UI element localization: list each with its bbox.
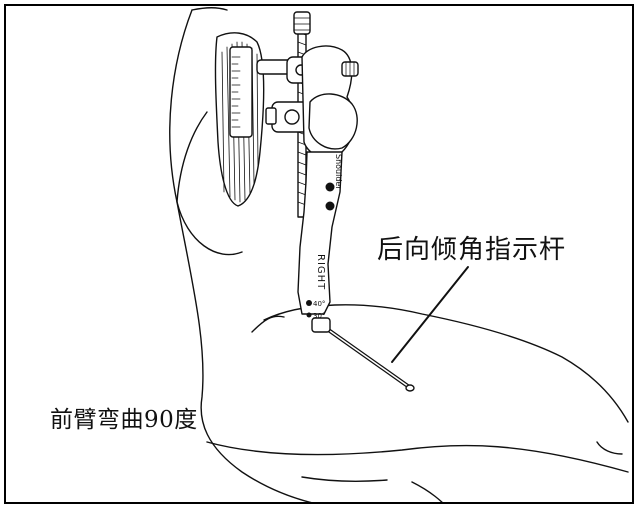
guide-arm xyxy=(297,151,343,315)
upper-arm-outline xyxy=(169,9,243,256)
shoulder-guide-illustration xyxy=(169,7,629,502)
guide-boss xyxy=(308,93,358,150)
forearm-flexed-label: 前臂弯曲90度 xyxy=(50,407,198,433)
illustration-frame: Shoulder RIGHT 40° 30° 后向倾角指示杆 前臂弯曲90度 xyxy=(4,4,634,504)
engraving-angle-40: 40° xyxy=(313,300,325,308)
torso-outline xyxy=(191,7,228,11)
indicator-leader-line xyxy=(391,266,469,363)
back-arm-contour xyxy=(176,201,312,502)
elbow-crease xyxy=(251,315,285,333)
indicator-rod-tip xyxy=(405,384,415,392)
engraving-right: RIGHT xyxy=(315,254,326,290)
lower-contour-a xyxy=(301,476,388,482)
muscle-region-outline xyxy=(214,32,265,207)
forearm-lower-contour xyxy=(206,441,629,473)
posterior-tilt-indicator-label: 后向倾角指示杆 xyxy=(377,235,567,265)
scale-ticks xyxy=(231,56,241,128)
wrist-detail xyxy=(596,441,623,455)
engraving-angle-30: 30° xyxy=(313,312,325,320)
shoulder-back-contour xyxy=(176,111,208,203)
guide-holes xyxy=(306,182,335,318)
scale-block xyxy=(229,46,253,138)
rod-connector xyxy=(311,317,331,333)
rod-top-knob xyxy=(293,11,311,35)
lower-contour-b xyxy=(411,481,443,502)
device-engravings: Shoulder RIGHT 40° 30° xyxy=(313,154,343,320)
engraving-shoulder: Shoulder xyxy=(334,154,343,190)
